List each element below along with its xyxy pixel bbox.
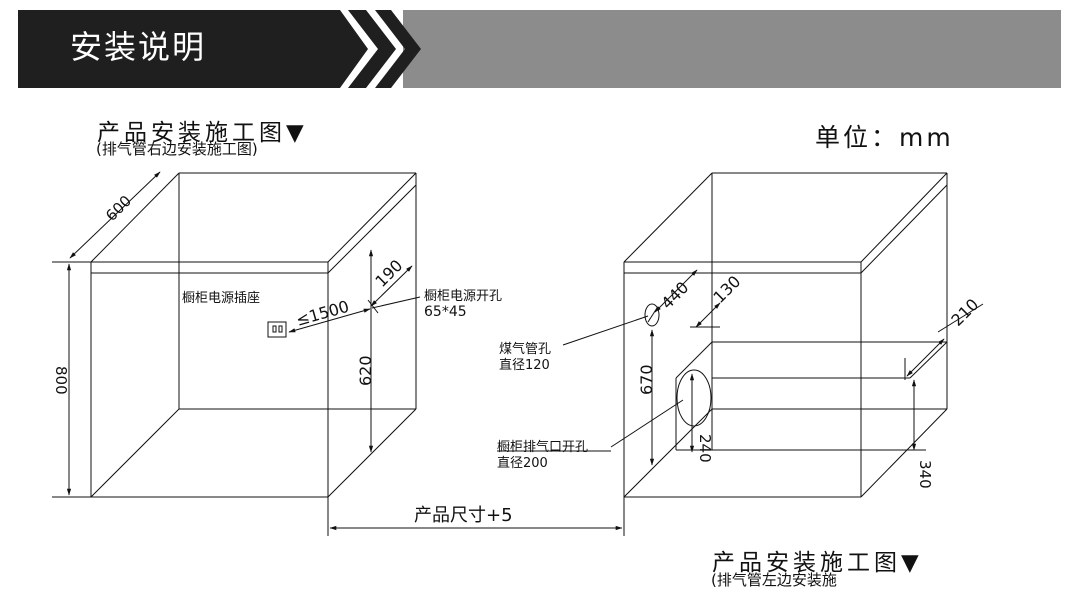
dim-label-130: 130 — [709, 272, 744, 307]
socket-distance-line — [288, 308, 371, 333]
dim-label-620: 620 — [356, 355, 375, 386]
right-caption-title: 产品安装施工图▼ — [712, 543, 923, 577]
dim-line-130 — [695, 302, 721, 328]
power-hole-label: 橱柜电源开孔 — [424, 289, 502, 304]
power-hole-size: 65*45 — [424, 304, 467, 320]
socket-label: 橱柜电源插座 — [182, 291, 260, 306]
right-caption-subtitle: (排气管左边安装施 — [711, 571, 837, 589]
left-cabinet — [90, 172, 417, 498]
left-caption-title: 产品安装施工图▼ — [97, 113, 308, 147]
header-band — [18, 10, 1061, 88]
gas-hole-label: 煤气管孔 — [499, 341, 551, 357]
dim-line-440 — [654, 269, 698, 313]
gap-label: 产品尺寸+5 — [414, 505, 513, 526]
dim-label-socket-distance: ≤1500 — [294, 297, 351, 330]
dim-line-190 — [370, 265, 413, 307]
dim-label-190: 190 — [371, 256, 406, 291]
right-cabinet — [623, 172, 948, 498]
dim-label-600: 600 — [102, 192, 135, 225]
dim-label-440: 440 — [657, 278, 692, 313]
down-triangle-icon: ▼ — [901, 550, 923, 576]
dim-line-210 — [906, 338, 945, 377]
gas-hole-icon — [644, 303, 660, 327]
dim-label-210: 210 — [947, 295, 982, 330]
power-socket-icon — [267, 321, 287, 338]
right-caption-title-text: 产品安装施工图 — [712, 550, 901, 576]
header-title: 安装说明 — [70, 28, 207, 66]
gas-hole-size: 直径120 — [499, 358, 550, 373]
header-dark-block — [18, 10, 368, 88]
header-grey-band — [403, 10, 1061, 88]
exhaust-hole-icon — [676, 369, 712, 427]
exhaust-duct — [675, 341, 948, 451]
exhaust-label: 橱柜排气口开孔 — [497, 439, 588, 455]
exhaust-size: 直径200 — [497, 456, 548, 471]
dim-label-240: 240 — [696, 434, 714, 463]
unit-label: 单位：mm — [815, 123, 954, 152]
left-caption-subtitle: (排气管右边安装施工图) — [96, 140, 258, 158]
down-triangle-icon: ▼ — [286, 120, 308, 146]
dim-label-800: 800 — [52, 366, 70, 395]
dim-label-340: 340 — [916, 460, 934, 489]
left-caption-title-text: 产品安装施工图 — [97, 120, 286, 146]
dim-label-670: 670 — [637, 364, 656, 395]
header-chevron-1 — [348, 10, 396, 88]
dim-line-600 — [69, 171, 161, 259]
header-chevron-2 — [375, 10, 421, 88]
